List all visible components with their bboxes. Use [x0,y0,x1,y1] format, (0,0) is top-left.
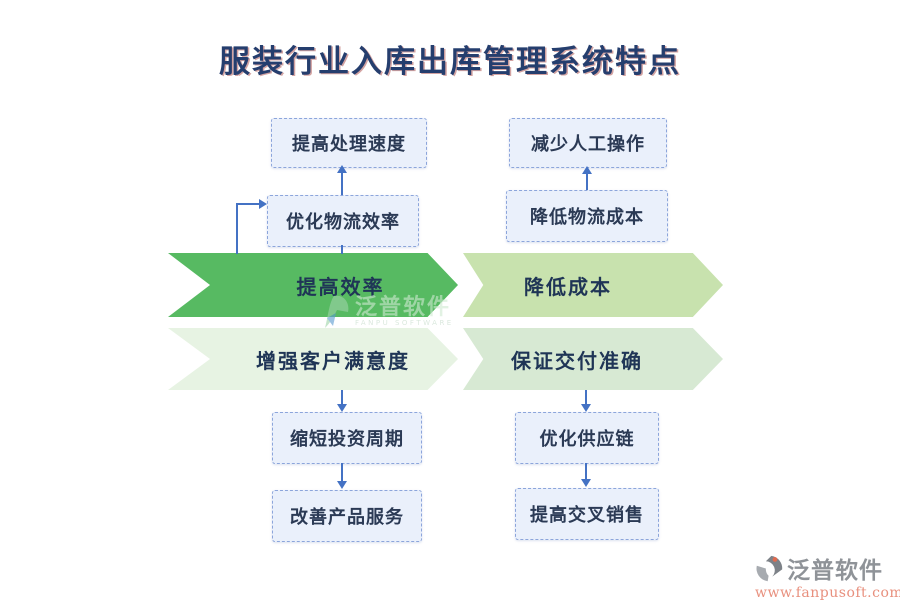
banner-customer-satisfaction: 增强客户满意度 [168,328,458,390]
feature-box-shorter-payback: 缩短投资周期 [272,412,422,464]
banner-label: 提高效率 [296,274,385,299]
banner-label: 增强客户满意度 [256,348,410,373]
feature-box-logistics-efficiency: 优化物流效率 [267,195,419,247]
connector-line [341,245,343,254]
feature-box-label: 缩短投资周期 [290,429,404,450]
connector-elbow-line [236,203,260,205]
arrowhead-up-icon [337,165,347,173]
connector-line [586,173,588,190]
footer-url: www.fanpusoft.com [755,585,900,600]
banner-improve-efficiency: 提高效率 [168,253,458,317]
feature-box-processing-speed: 提高处理速度 [271,118,427,168]
arrowhead-down-icon [337,481,347,489]
feature-box-optimize-supply-chain: 优化供应链 [515,412,659,464]
feature-box-label: 优化物流效率 [286,212,400,233]
feature-box-cross-selling: 提高交叉销售 [515,488,659,540]
banner-accurate-delivery: 保证交付准确 [463,328,723,390]
arrowhead-up-icon [582,166,592,174]
feature-box-label: 提高交叉销售 [530,505,644,526]
watermark-brand: 泛普软件 [355,294,452,320]
connector-line [341,463,343,482]
feature-box-better-product-service: 改善产品服务 [272,490,422,542]
banner-reduce-cost: 降低成本 [463,253,723,317]
footer-logo: 泛普软件 www.fanpusoft.com [755,551,900,600]
connector-line [585,390,587,405]
arrowhead-down-icon [581,479,591,487]
watermark-subtitle: FANPU SOFTWARE [355,319,454,327]
banner-label: 降低成本 [524,274,612,299]
fanpu-leaf-logo-icon [325,295,349,328]
watermark: 泛普软件 FANPU SOFTWARE [324,295,454,329]
arrowhead-right-icon [259,199,267,209]
connector-elbow-line [236,203,238,254]
feature-box-label: 提高处理速度 [292,134,406,155]
footer-brand: 泛普软件 [787,557,883,584]
feature-box-lower-logistics-cost: 降低物流成本 [506,190,668,242]
feature-box-label: 降低物流成本 [530,207,644,228]
connector-line [341,172,343,195]
page-title: 服装行业入库出库管理系统特点 [219,44,681,80]
feature-box-label: 优化供应链 [539,429,635,450]
arrowhead-down-icon [337,404,347,412]
connector-line [341,390,343,405]
feature-box-label: 改善产品服务 [290,507,404,528]
connector-line [585,463,587,480]
feature-box-reduce-manual-work: 减少人工操作 [509,118,667,168]
fanpu-swirl-logo-icon [756,555,783,581]
arrowhead-down-icon [581,404,591,412]
feature-box-label: 减少人工操作 [531,134,645,155]
banner-label: 保证交付准确 [511,348,643,373]
